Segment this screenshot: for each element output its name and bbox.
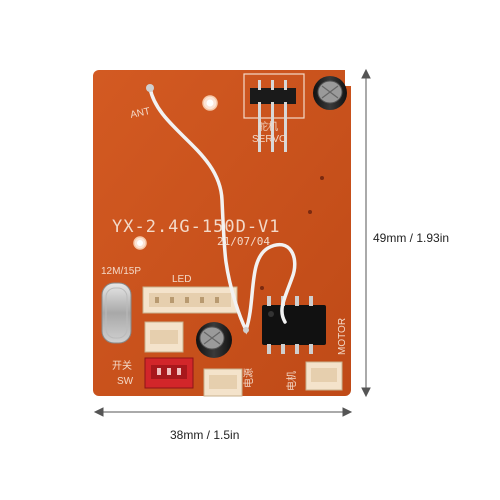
servo-pin — [258, 80, 261, 90]
via — [308, 210, 312, 214]
servo-label: SERVO — [252, 134, 287, 145]
servo-header — [243, 73, 305, 152]
servo-pin — [284, 102, 287, 152]
crystal-label: 12M/15P — [101, 266, 141, 277]
aux-connector — [144, 321, 184, 353]
power-connector — [203, 368, 243, 397]
led-label: LED — [172, 274, 191, 285]
capacitor-middle — [196, 322, 232, 358]
switch-connector — [144, 357, 194, 389]
model-text: YX-2.4G-150D-V1 — [112, 217, 281, 237]
switch-label: SW — [117, 376, 134, 387]
servo-pin — [284, 80, 287, 90]
antenna-solder — [146, 84, 154, 92]
antenna-solder — [243, 327, 249, 333]
date-text: 21/07/04 — [217, 235, 270, 248]
mounting-hole — [206, 99, 214, 107]
servo-pin — [271, 80, 274, 90]
mounting-hole — [137, 240, 143, 246]
motor-cn-label: 电机 — [285, 371, 298, 391]
switch-cn-label: 开关 — [112, 359, 132, 372]
power-cn-label: 电源 — [242, 368, 255, 388]
servo-pin-block — [250, 88, 296, 104]
servo-cn-label: 舵机 — [258, 120, 278, 133]
servo-pin — [271, 102, 274, 152]
pcb-notch — [345, 70, 353, 86]
silkscreen: ANT 舵机 SERVO YX-2.4G-150D-V1 21/07/04 12… — [101, 106, 348, 391]
width-dimension — [93, 407, 353, 417]
height-label: 49mm / 1.93in — [373, 231, 450, 245]
width-label: 38mm / 1.5in — [170, 428, 240, 442]
capacitor-top — [313, 76, 347, 110]
motor-connector — [305, 361, 343, 391]
via — [260, 286, 264, 290]
servo-pin — [258, 102, 261, 152]
crystal-oscillator — [101, 282, 132, 344]
ant-label: ANT — [129, 106, 151, 121]
height-dimension — [361, 68, 371, 398]
led-connector — [142, 286, 238, 314]
pcb-board — [93, 70, 353, 397]
motor-label: MOTOR — [337, 318, 348, 355]
via — [320, 176, 324, 180]
